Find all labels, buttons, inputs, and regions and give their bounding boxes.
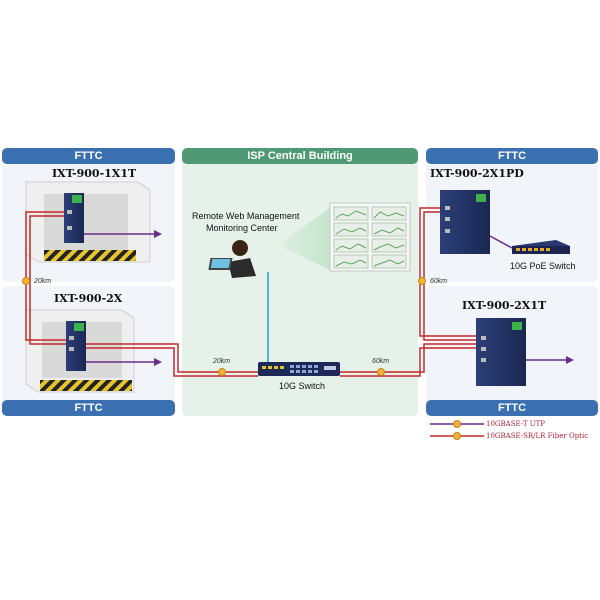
- right-top-header: FTTC: [426, 148, 598, 164]
- poe-switch-device: [512, 240, 570, 254]
- legend-fiber-swatch: [430, 432, 484, 440]
- device-ixt-900-1x1t: [64, 193, 84, 243]
- distance-right-vertical: 60km: [430, 278, 448, 285]
- distance-center-right: 60km: [372, 358, 390, 365]
- device-ixt-900-2x1t: [476, 318, 526, 386]
- legend-label-fiber: 10GBASE-SR/LR Fiber Optic: [486, 432, 589, 440]
- device-ixt-900-2x: [66, 321, 86, 371]
- operator-person-icon: [208, 240, 256, 278]
- left-top-header: FTTC: [2, 148, 175, 164]
- legend-utp-swatch: [430, 420, 484, 428]
- monitor-label-line2: Monitoring Center: [206, 223, 278, 233]
- switch-label: 10G Switch: [279, 381, 326, 391]
- cabinet-left-top: [25, 181, 151, 263]
- distance-center-left: 20km: [213, 358, 231, 365]
- left-bottom-header: FTTC: [2, 400, 175, 416]
- device-label-ixt-900-2x1pd: IXT-900-2X1PD: [430, 167, 524, 180]
- 10g-switch-device: [258, 362, 340, 376]
- monitoring-dashboard-panel: [329, 202, 411, 272]
- device-label-ixt-900-1x1t: IXT-900-1X1T: [52, 167, 137, 180]
- right-bottom-header: FTTC: [426, 400, 598, 416]
- center-header: ISP Central Building: [182, 148, 418, 164]
- device-label-ixt-900-2x1t: IXT-900-2X1T: [462, 299, 547, 312]
- monitor-label-line1: Remote Web Management: [192, 211, 300, 221]
- device-ixt-900-2x1pd: [440, 190, 490, 254]
- utp-links: [84, 233, 566, 363]
- legend-label-utp: 10GBASE-T UTP: [486, 420, 546, 428]
- monitor-screen-beam: [278, 208, 330, 270]
- fiber-nodes: [22, 277, 426, 376]
- device-label-ixt-900-2x: IXT-900-2X: [54, 292, 123, 305]
- distance-left-vertical: 20km: [34, 278, 52, 285]
- fiber-links: [25, 207, 476, 377]
- poe-switch-label: 10G PoE Switch: [510, 261, 576, 271]
- utp-arrowheads: [154, 230, 574, 366]
